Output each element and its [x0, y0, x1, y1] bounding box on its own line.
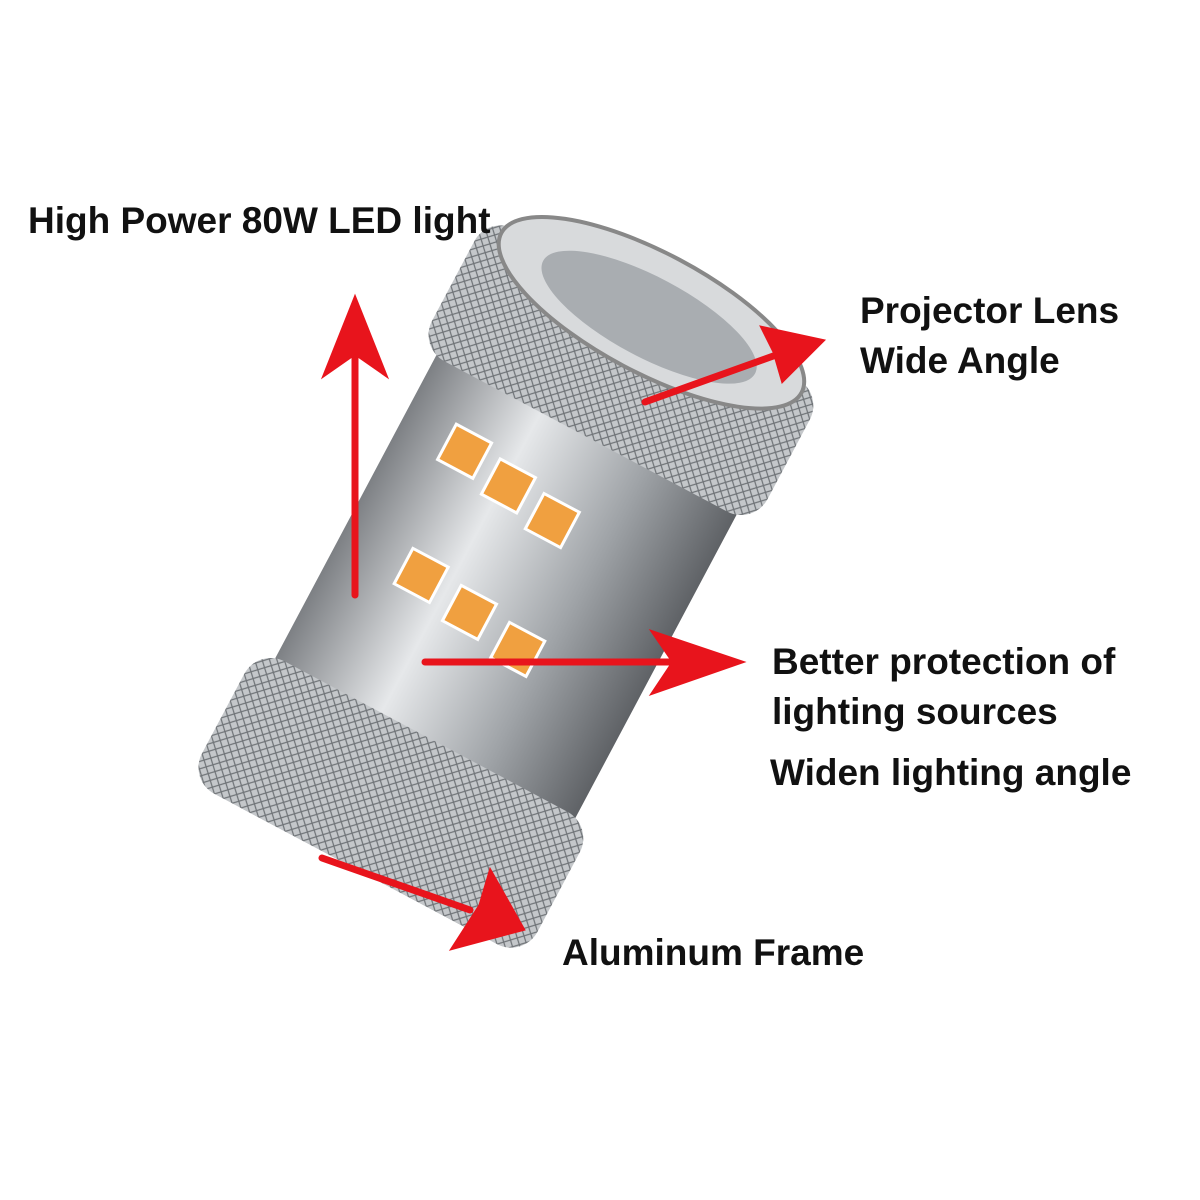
label-led-power: High Power 80W LED light — [28, 200, 491, 241]
label-protection-1: Better protection of — [772, 641, 1116, 682]
label-protection-3: Widen lighting angle — [770, 752, 1132, 793]
label-lens-1: Projector Lens — [860, 290, 1120, 331]
arrow-frame — [318, 854, 526, 951]
arrow-led — [320, 293, 390, 599]
led-bulb — [198, 214, 814, 948]
label-frame: Aluminum Frame — [562, 932, 865, 973]
label-lens-2: Wide Angle — [860, 340, 1060, 381]
label-protection-2: lighting sources — [772, 691, 1058, 732]
arrow-lens — [641, 325, 827, 406]
arrow-protection — [421, 629, 747, 696]
